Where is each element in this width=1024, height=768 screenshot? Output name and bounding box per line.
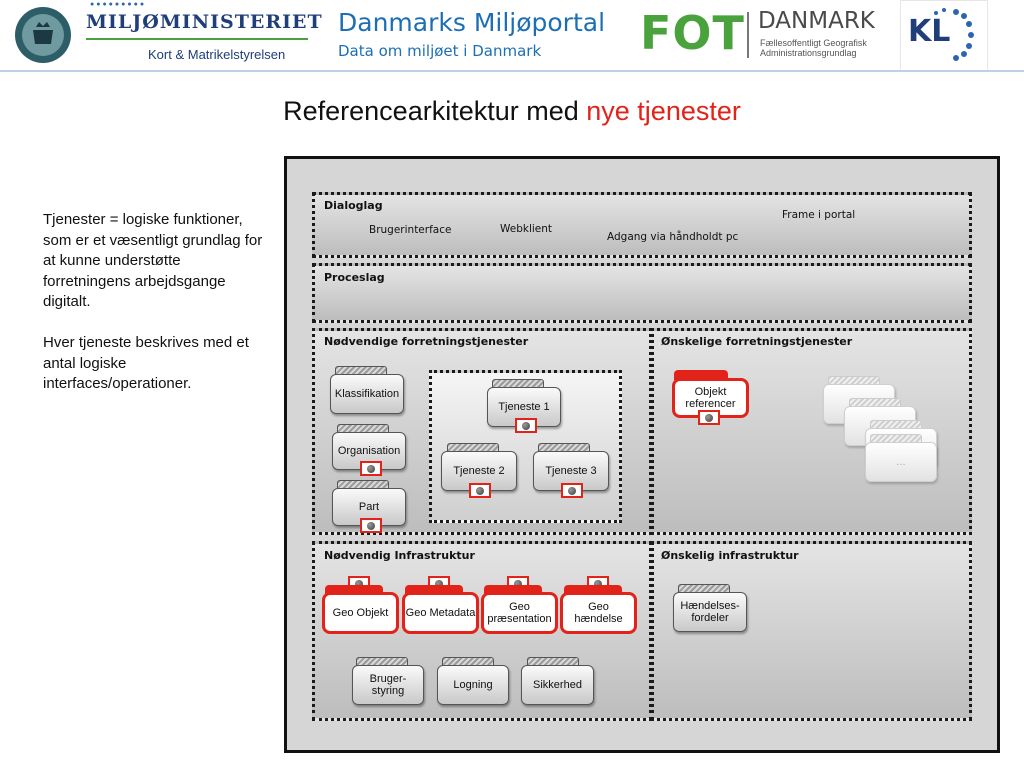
ministry-rule <box>86 38 308 40</box>
ghost-service-more: ... <box>865 442 937 482</box>
service-geo-haendelse: Geo hændelse <box>560 592 637 634</box>
title-main: Referencearkitektur med <box>283 96 587 126</box>
ministry-dots: ●●●●●●●●● <box>90 1 147 8</box>
geo-objekt-tab <box>325 585 383 595</box>
tjeneste-3-interface-port <box>561 483 583 498</box>
service-klassifikation: Klassifikation <box>330 374 404 414</box>
fot-subtitle-2: Administrationsgrundlag <box>760 48 857 58</box>
service-geo-objekt: Geo Objekt <box>322 592 399 634</box>
service-sikkerhed: Sikkerhed <box>521 665 594 705</box>
objekt-referencer-interface-port <box>698 410 720 425</box>
objekt-referencer-tab <box>674 370 728 380</box>
service-tjeneste-3: Tjeneste 3 <box>533 451 609 491</box>
port-dot <box>522 422 530 430</box>
side-paragraph-1: Tjenester = logiske funktioner, som er e… <box>43 211 263 311</box>
ministry-crest-logo <box>14 6 72 64</box>
fot-divider <box>747 12 749 58</box>
header-banner <box>0 0 1024 71</box>
side-description: Tjenester = logiske funktioner, som er e… <box>43 210 263 395</box>
fot-subtitle-1: Fællesoffentligt Geografisk <box>760 38 867 48</box>
dialog-item-webklient: Webklient <box>500 223 553 235</box>
geo-praesentation-tab <box>484 585 542 595</box>
tjeneste-1-interface-port <box>515 418 537 433</box>
dialog-layer <box>312 192 972 258</box>
port-dot <box>476 487 484 495</box>
geo-metadata-tab <box>405 585 463 595</box>
port-dot <box>568 487 576 495</box>
port-dot <box>367 522 375 530</box>
dialog-item-brugerinterface: Brugerinterface <box>369 224 452 236</box>
ministry-agency: Kort & Matrikelstyrelsen <box>148 47 286 62</box>
kl-logo <box>906 6 982 64</box>
fot-country: DANMARK <box>758 8 875 34</box>
port-dot <box>367 465 375 473</box>
dialog-item-frame: Frame i portal <box>782 209 856 221</box>
port-dot <box>594 580 602 588</box>
service-brugerstyring: Bruger-styring <box>352 665 424 705</box>
header-rule <box>0 70 1024 72</box>
tjeneste-2-interface-port <box>469 483 491 498</box>
port-dot <box>705 414 713 422</box>
process-layer <box>312 263 972 323</box>
portal-name: Danmarks Miljøportal <box>338 8 606 37</box>
service-logning: Logning <box>437 665 509 705</box>
port-dot <box>435 580 443 588</box>
part-interface-port <box>360 518 382 533</box>
optional-business-label: Ønskelige forretningstjenester <box>661 335 853 348</box>
geo-haendelse-tab <box>564 585 622 595</box>
service-haendelsesfordeler: Hændelses-fordeler <box>673 592 747 632</box>
kl-mark: KL <box>908 14 951 49</box>
service-objekt-referencer: Objekt referencer <box>672 378 749 418</box>
dialog-item-haandholdt: Adgang via håndholdt pc <box>607 231 739 243</box>
port-dot <box>355 580 363 588</box>
required-business-label: Nødvendige forretningstjenester <box>324 335 529 348</box>
organisation-interface-port <box>360 461 382 476</box>
optional-infra-label: Ønskelig infrastruktur <box>661 549 799 562</box>
process-layer-label: Proceslag <box>324 271 385 284</box>
portal-tagline: Data om miljøet i Danmark <box>338 42 542 60</box>
fot-logo: FOT <box>640 6 745 60</box>
service-geo-praesentation: Geo præsentation <box>481 592 558 634</box>
service-geo-metadata: Geo Metadata <box>402 592 479 634</box>
side-paragraph-2: Hver tjeneste beskrives med et antal log… <box>43 333 249 393</box>
ministry-name: MILJØMINISTERIET <box>86 11 323 33</box>
required-infra-label: Nødvendig Infrastruktur <box>324 549 475 562</box>
slide-title: Referencearkitektur med nye tjenester <box>0 96 1024 127</box>
dialog-layer-label: Dialoglag <box>324 199 383 212</box>
title-accent: nye tjenester <box>586 96 741 126</box>
port-dot <box>514 580 522 588</box>
